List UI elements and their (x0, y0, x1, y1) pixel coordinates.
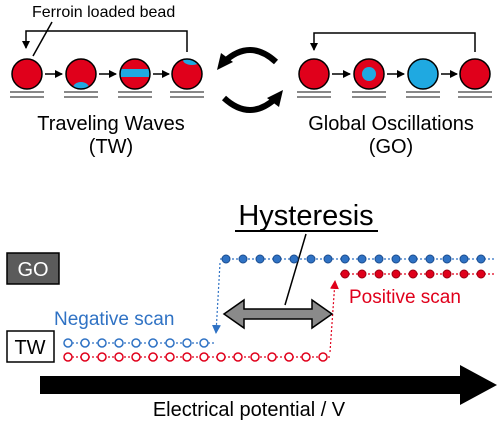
go-plates (297, 91, 492, 98)
hysteresis-width-arrow (222, 298, 334, 330)
bead-label: Ferroin loaded bead (32, 4, 175, 21)
potential-axis-arrow (40, 365, 497, 405)
tw-plates (10, 91, 204, 98)
tw-cycle-return-line (22, 30, 188, 52)
go-state-box (6, 252, 60, 285)
positive-scan-tw-points (63, 352, 328, 362)
go-cycle-return-line (310, 32, 476, 52)
tw-state-label: TW (14, 337, 45, 359)
go-bead-sequence (297, 58, 492, 98)
go-bead-4 (459, 58, 491, 90)
tw-bead-4 (171, 58, 203, 90)
tw-abbrev: (TW) (89, 136, 133, 158)
tw-state-box (6, 330, 55, 363)
transition-arrows (217, 47, 283, 113)
tw-title: Traveling Waves (37, 113, 184, 135)
go-abbrev: (GO) (369, 136, 413, 158)
hysteresis-title: Hysteresis (238, 200, 373, 232)
negative-scan-transition-arrow (211, 262, 221, 334)
tw-bead-1 (11, 58, 43, 90)
hysteresis-pointer-line (284, 233, 307, 306)
negative-scan-series (63, 254, 494, 348)
positive-scan-label: Positive scan (349, 287, 461, 308)
positive-scan-go-points (340, 269, 486, 279)
potential-axis-label: Electrical potential / V (153, 399, 346, 421)
go-bead-1 (298, 58, 330, 90)
tw-bead-sequence (10, 58, 204, 98)
negative-scan-label: Negative scan (54, 309, 174, 330)
tw-bead-3 (119, 58, 151, 90)
positive-scan-transition-arrow (329, 280, 339, 353)
bead-pointer-line (32, 21, 53, 57)
negative-scan-tw-points (63, 338, 209, 348)
go-bead-3 (407, 58, 439, 90)
negative-scan-go-points (221, 254, 486, 264)
go-state-label: GO (17, 259, 48, 281)
go-bead-2 (353, 58, 385, 90)
tw-bead-2 (65, 58, 97, 90)
positive-scan-series (63, 269, 494, 362)
go-title: Global Oscillations (308, 113, 474, 135)
